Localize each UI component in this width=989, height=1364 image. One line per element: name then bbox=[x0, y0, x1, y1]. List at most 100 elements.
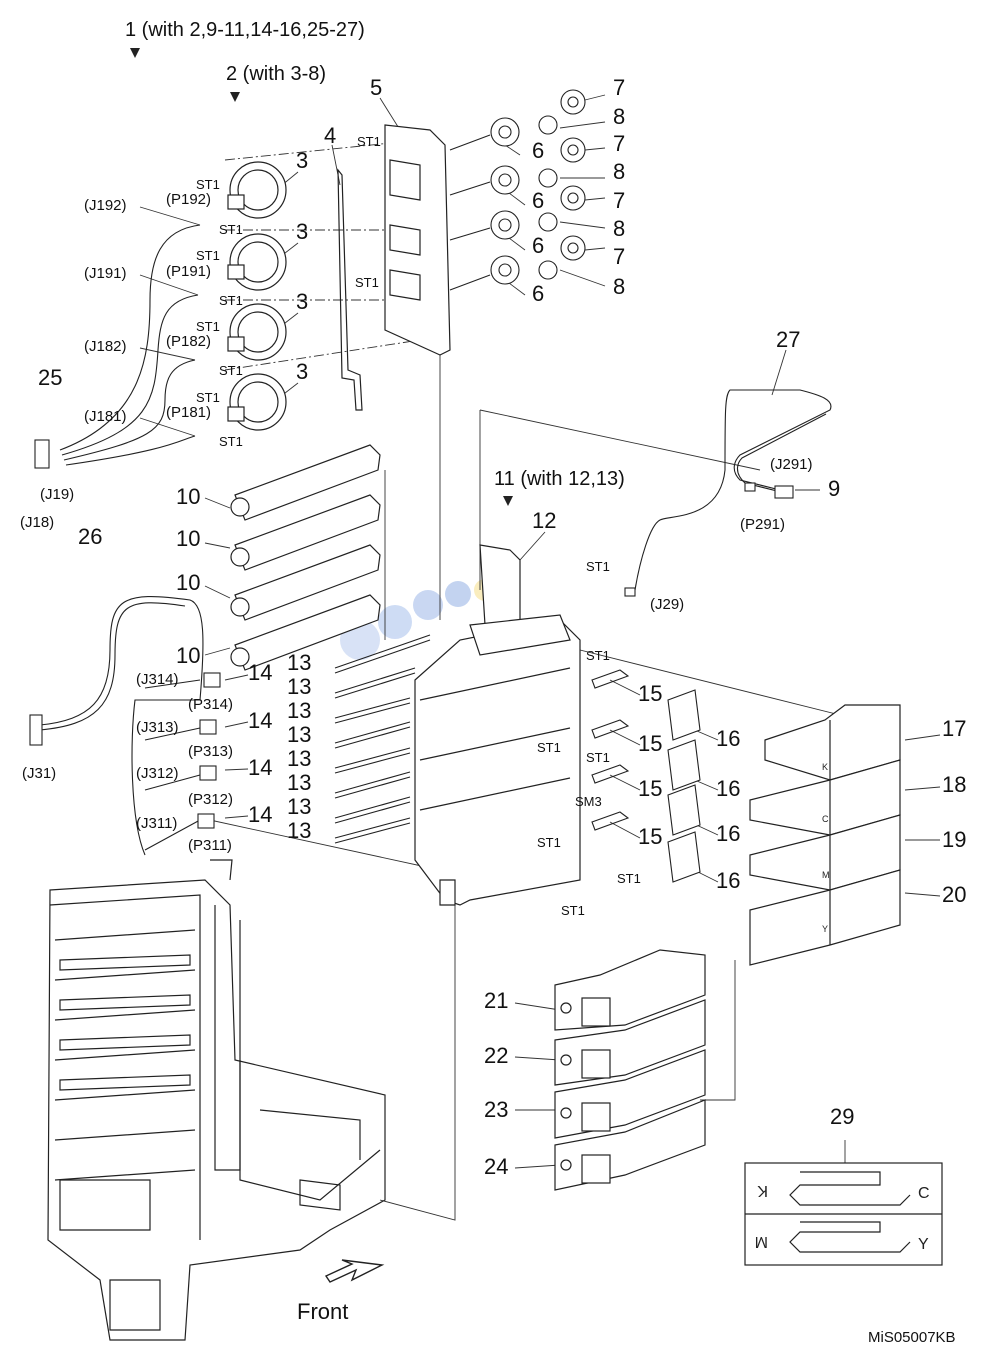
guide-letter-y: Y bbox=[822, 924, 828, 934]
screw-st1-frame-c: ST1 bbox=[537, 740, 561, 755]
part-number-26: 26 bbox=[78, 524, 103, 549]
connectors-14 bbox=[197, 672, 221, 829]
label-letter-c: C bbox=[918, 1185, 930, 1202]
part-number-7a: 7 bbox=[613, 75, 626, 100]
part-number-14a: 14 bbox=[248, 660, 273, 685]
screw-st1-frame-b: ST1 bbox=[586, 648, 610, 663]
guide-letter-k: K bbox=[822, 762, 828, 772]
part-number-8b: 8 bbox=[613, 159, 626, 184]
connector-p314: (P314) bbox=[188, 696, 234, 713]
connector-j18: (J18) bbox=[20, 514, 55, 531]
part-number-13h: 13 bbox=[287, 818, 312, 843]
part-number-3c: 3 bbox=[296, 289, 309, 314]
screw-st1-frame-f: ST1 bbox=[617, 871, 641, 886]
part-number-14b: 14 bbox=[248, 708, 273, 733]
part-number-13d: 13 bbox=[287, 722, 312, 747]
part-number-14c: 14 bbox=[248, 755, 273, 780]
heading-arrowheads bbox=[130, 48, 513, 506]
connector-j191: (J191) bbox=[84, 265, 127, 282]
label-letter-m: M bbox=[755, 1233, 768, 1250]
part-number-13c: 13 bbox=[287, 698, 312, 723]
connector-j29: (J29) bbox=[650, 596, 685, 613]
connector-j192: (J192) bbox=[84, 197, 127, 214]
bracket-4 bbox=[337, 168, 363, 411]
motor-assemblies bbox=[227, 161, 287, 431]
strips-13 bbox=[334, 634, 431, 844]
connector-p182: (P182) bbox=[166, 333, 212, 350]
central-frame-11 bbox=[414, 544, 581, 906]
part-number-25: 25 bbox=[38, 365, 63, 390]
part-number-22: 22 bbox=[484, 1043, 509, 1068]
color-label-29 bbox=[744, 1162, 943, 1266]
part-number-6a: 6 bbox=[532, 138, 545, 163]
part-number-8c: 8 bbox=[613, 216, 626, 241]
motor-3-a bbox=[227, 161, 287, 219]
screw-st1-plate-mid: ST1 bbox=[355, 275, 379, 290]
color-letters-guides: K C M Y bbox=[822, 762, 830, 934]
gears bbox=[449, 89, 586, 291]
part-number-16a: 16 bbox=[716, 726, 741, 751]
connector-j31: (J31) bbox=[22, 765, 57, 782]
part-number-15d: 15 bbox=[638, 824, 663, 849]
connector-j311: (J311) bbox=[136, 815, 178, 832]
printer-frame-illustration bbox=[47, 859, 386, 1341]
springs-15 bbox=[591, 669, 630, 831]
motor-3-c bbox=[227, 303, 287, 361]
cable-harness-25 bbox=[34, 224, 201, 469]
connector-j314: (J314) bbox=[136, 671, 179, 688]
part-number-10a: 10 bbox=[176, 484, 201, 509]
part-number-13b: 13 bbox=[287, 674, 312, 699]
part-number-3b: 3 bbox=[296, 219, 309, 244]
screw-st1-m2-bottom: ST1 bbox=[219, 293, 243, 308]
part-number-6d: 6 bbox=[532, 281, 545, 306]
part-number-10b: 10 bbox=[176, 526, 201, 551]
part-number-7b: 7 bbox=[613, 131, 626, 156]
connector-p181: (P181) bbox=[166, 404, 212, 421]
part-number-3d: 3 bbox=[296, 359, 309, 384]
part-number-7d: 7 bbox=[613, 244, 626, 269]
part-number-20: 20 bbox=[942, 882, 967, 907]
label-letter-y: Y bbox=[918, 1236, 929, 1253]
screw-st1-m4-bottom: ST1 bbox=[219, 434, 243, 449]
screw-st1-m3-bottom: ST1 bbox=[219, 363, 243, 378]
screw-sm3-frame: SM3 bbox=[575, 794, 602, 809]
front-label: Front bbox=[297, 1299, 349, 1324]
connector-p192: (P192) bbox=[166, 191, 212, 208]
screw-st1-frame-e: ST1 bbox=[537, 835, 561, 850]
cable-27 bbox=[624, 389, 832, 597]
label-letter-k: K bbox=[757, 1182, 768, 1199]
guide-letter-c: C bbox=[822, 814, 829, 824]
connector-j182: (J182) bbox=[84, 338, 127, 355]
part-number-8a: 8 bbox=[613, 104, 626, 129]
part-number-15a: 15 bbox=[638, 681, 663, 706]
part-number-18: 18 bbox=[942, 772, 967, 797]
part-number-6b: 6 bbox=[532, 188, 545, 213]
part-number-16b: 16 bbox=[716, 776, 741, 801]
watermark-logo bbox=[340, 579, 517, 660]
screw-st1-frame-d: ST1 bbox=[586, 750, 610, 765]
part-number-15b: 15 bbox=[638, 731, 663, 756]
screw-st1-m3-top: ST1 bbox=[196, 319, 220, 334]
part-number-14d: 14 bbox=[248, 802, 273, 827]
connector-p311: (P311) bbox=[188, 837, 232, 854]
part-number-23: 23 bbox=[484, 1097, 509, 1122]
part-number-10c: 10 bbox=[176, 570, 201, 595]
toner-cartridges-21-24 bbox=[554, 949, 706, 1191]
motor-3-d bbox=[227, 373, 287, 431]
part-number-24: 24 bbox=[484, 1154, 509, 1179]
front-arrow-icon bbox=[324, 1259, 385, 1283]
part-number-13g: 13 bbox=[287, 794, 312, 819]
part-number-29: 29 bbox=[830, 1104, 855, 1129]
part-number-3a: 3 bbox=[296, 148, 309, 173]
connector-p313: (P313) bbox=[188, 743, 234, 760]
assembly-1-heading: 1 (with 2,9-11,14-16,25-27) bbox=[125, 19, 365, 41]
connector-j312: (J312) bbox=[136, 765, 179, 782]
connector-j291: (J291) bbox=[770, 456, 813, 473]
part-number-7c: 7 bbox=[613, 188, 626, 213]
screw-st1-frame-g: ST1 bbox=[561, 903, 585, 918]
motor-3-b bbox=[227, 233, 287, 291]
part-number-5: 5 bbox=[370, 75, 383, 100]
screw-st1-m1-top: ST1 bbox=[196, 177, 220, 192]
part-number-21: 21 bbox=[484, 988, 509, 1013]
